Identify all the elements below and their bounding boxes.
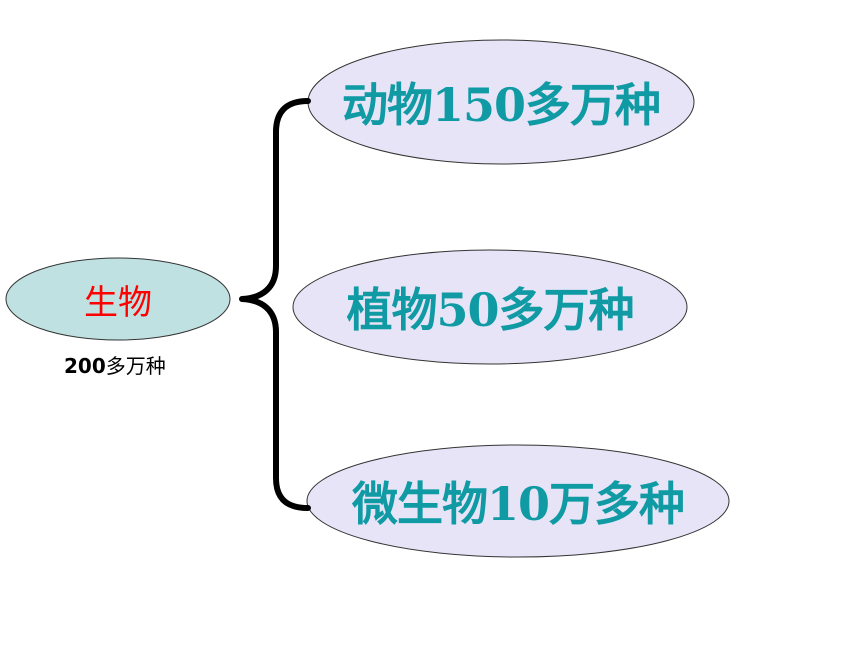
root-count-suffix: 多万种 — [105, 354, 166, 378]
root-count-number: 200 — [64, 354, 106, 378]
root-ellipse — [5, 257, 231, 341]
child-ellipse-plants — [292, 249, 688, 365]
child-label-plants: 植物50多万种 — [346, 283, 634, 337]
root-count: 200多万种 — [64, 350, 194, 379]
child-ellipse-microbes — [306, 444, 730, 558]
child-label-microbes: 微生物10万多种 — [351, 477, 685, 531]
child-label-animals: 动物150多万种 — [341, 78, 661, 132]
root-label: 生物 — [84, 282, 152, 323]
curly-brace-connector — [239, 98, 311, 511]
